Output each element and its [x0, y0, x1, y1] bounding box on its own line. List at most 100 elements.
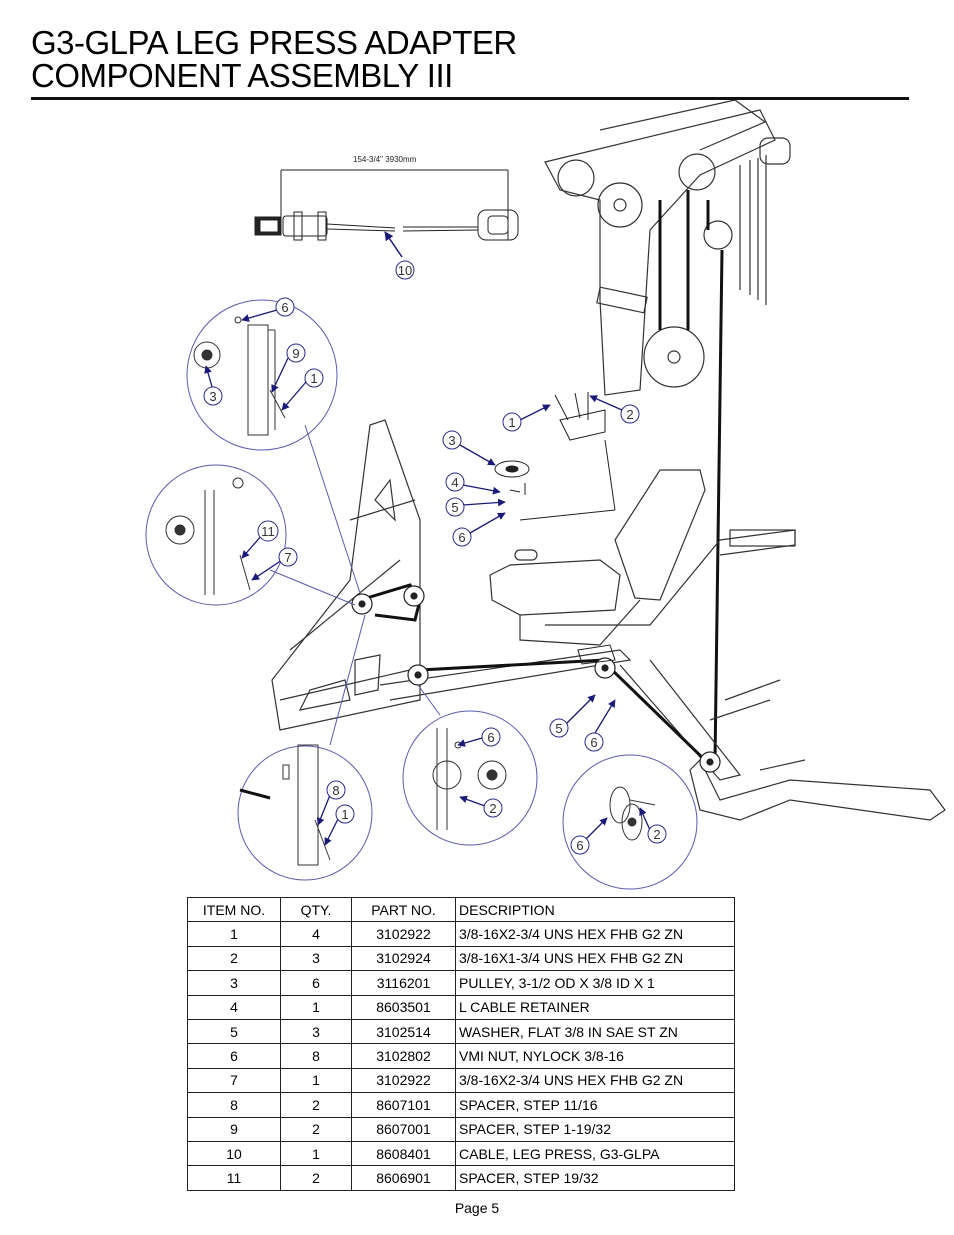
cell-qty: 1	[280, 994, 352, 1020]
cell-description: SPACER, STEP 19/32	[455, 1165, 735, 1191]
callout-1-detail1: 1	[304, 368, 324, 388]
callout-1-center: 1	[502, 412, 522, 432]
callout-6-detail5: 6	[570, 835, 590, 855]
detail-5-parts	[609, 786, 656, 841]
svg-text:9: 9	[292, 346, 299, 361]
callout-8: 8	[326, 780, 346, 800]
cell-item-no: 9	[187, 1116, 281, 1142]
svg-text:1: 1	[310, 371, 317, 386]
cell-item-no: 4	[187, 994, 281, 1020]
callout-4-center: 4	[445, 472, 465, 492]
cell-part-no: 8607001	[351, 1116, 456, 1142]
svg-text:6: 6	[576, 838, 583, 853]
cell-item-no: 2	[187, 945, 281, 972]
cell-item-no: 6	[187, 1043, 281, 1069]
cell-part-no: 3102514	[351, 1018, 456, 1045]
cell-part-no: 3116201	[351, 970, 456, 996]
header-qty: QTY.	[280, 896, 352, 923]
callout-3-detail1: 3	[203, 386, 223, 406]
svg-text:3: 3	[448, 433, 455, 448]
page-title: G3-GLPA LEG PRESS ADAPTER COMPONENT ASSE…	[31, 26, 517, 92]
header-description: DESCRIPTION	[455, 896, 735, 923]
cell-description: VMI NUT, NYLOCK 3/8-16	[455, 1043, 735, 1069]
cell-item-no: 8	[187, 1092, 281, 1118]
cell-qty: 2	[280, 1165, 352, 1191]
cell-description: L CABLE RETAINER	[455, 994, 735, 1020]
callout-1-detail4: 1	[335, 804, 355, 824]
svg-text:5: 5	[555, 721, 562, 736]
title-rule	[31, 97, 909, 100]
cell-item-no: 3	[187, 970, 281, 996]
callout-3-center: 3	[442, 430, 462, 450]
svg-text:3: 3	[209, 389, 216, 404]
cell-item-no: 1	[187, 921, 281, 947]
cable-assembly	[254, 169, 519, 241]
detail-circles	[145, 299, 698, 890]
callout-leaders	[204, 309, 651, 846]
svg-text:6: 6	[281, 300, 288, 315]
detail-2-parts	[165, 477, 251, 595]
cell-part-no: 8603501	[351, 994, 456, 1020]
cell-part-no: 3102802	[351, 1043, 456, 1069]
cell-qty: 2	[280, 1116, 352, 1142]
seat	[489, 469, 796, 646]
callout-5-center: 5	[445, 497, 465, 517]
svg-text:10: 10	[398, 263, 412, 278]
svg-text:4: 4	[451, 475, 458, 490]
callout-9: 9	[286, 343, 306, 363]
cell-part-no: 3102922	[351, 1067, 456, 1094]
cable-dimension: 154-3/4" 3930mm	[353, 155, 417, 164]
svg-text:1: 1	[508, 415, 515, 430]
svg-text:2: 2	[626, 407, 633, 422]
cell-part-no: 8606901	[351, 1165, 456, 1191]
cell-part-no: 3102922	[351, 921, 456, 947]
callout-7: 7	[278, 547, 298, 567]
cell-qty: 8	[280, 1043, 352, 1069]
cell-item-no: 5	[187, 1018, 281, 1045]
cell-description: 3/8-16X1-3/4 UNS HEX FHB G2 ZN	[455, 945, 735, 972]
callout-6-rear: 6	[584, 732, 604, 752]
detail-4-parts	[239, 744, 331, 866]
cell-description: PULLEY, 3-1/2 OD X 3/8 ID X 1	[455, 970, 735, 996]
svg-text:5: 5	[451, 500, 458, 515]
callout-2-detail5: 2	[647, 824, 667, 844]
callout-6-center: 6	[452, 527, 472, 547]
svg-text:6: 6	[590, 735, 597, 750]
callout-6-detail1: 6	[275, 297, 295, 317]
callout-5-rear: 5	[549, 718, 569, 738]
callout-11: 11	[257, 520, 279, 542]
callout-2-center: 2	[620, 404, 640, 424]
cell-item-no: 7	[187, 1067, 281, 1094]
title-line-2: COMPONENT ASSEMBLY III	[31, 57, 453, 94]
assembly-diagram: 154-3/4" 3930mm 10	[145, 100, 946, 890]
svg-text:6: 6	[458, 530, 465, 545]
svg-text:2: 2	[489, 801, 496, 816]
svg-text:2: 2	[653, 827, 660, 842]
cell-part-no: 8608401	[351, 1140, 456, 1167]
svg-text:11: 11	[261, 524, 275, 539]
title-line-1: G3-GLPA LEG PRESS ADAPTER	[31, 24, 517, 61]
callout-10: 10	[395, 260, 415, 280]
detail-1-parts	[193, 316, 286, 436]
svg-text:7: 7	[284, 550, 291, 565]
center-exploded-parts	[494, 392, 616, 665]
svg-text:6: 6	[487, 730, 494, 745]
svg-text:8: 8	[332, 783, 339, 798]
cell-qty: 4	[280, 921, 352, 947]
cell-description: 3/8-16X2-3/4 UNS HEX FHB G2 ZN	[455, 921, 735, 947]
cell-part-no: 8607101	[351, 1092, 456, 1118]
leg-press-carriage	[271, 419, 421, 731]
tower-cables	[658, 190, 724, 761]
cell-qty: 1	[280, 1067, 352, 1094]
cell-qty: 3	[280, 1018, 352, 1045]
